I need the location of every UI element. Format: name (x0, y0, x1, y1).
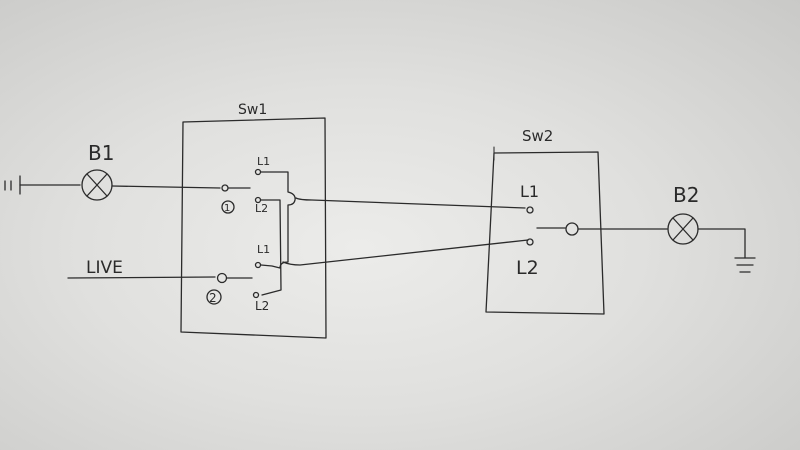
sw1-bottom-l1-contact (254, 261, 262, 269)
live-label: LIVE (86, 258, 123, 278)
sw1-terminal2-marker (206, 289, 222, 305)
bulb-b1-icon (81, 169, 113, 201)
sw1-traveler-bottom (260, 199, 282, 296)
wire-b1-sw1 (111, 185, 221, 189)
sw1-terminal1-marker (221, 200, 235, 214)
sw1-bottom-l1-label: L1 (257, 243, 270, 256)
sw2-l2-label: L2 (516, 257, 539, 279)
bulb-b1-label: B1 (88, 141, 114, 165)
traveler-wire-l2 (282, 239, 529, 266)
bulb-b2-icon (667, 213, 699, 245)
sw1-bottom-l2-contact (252, 291, 260, 299)
ground-icon (734, 257, 756, 273)
traveler-wire-l1 (295, 197, 526, 209)
sw2-l1-contact (526, 206, 534, 214)
wire-live (67, 276, 216, 279)
sw2-l1-label: L1 (520, 182, 539, 201)
sw1-terminal2-number: 2 (209, 291, 217, 305)
sw2-common-contact (565, 222, 579, 236)
switch1-name: Sw1 (238, 102, 267, 118)
sw1-terminal2-contact (216, 272, 228, 284)
sw1-top-l1-contact (254, 168, 262, 176)
bulb-b2-label: B2 (673, 183, 699, 207)
sw1-terminal1-number: 1 (224, 203, 230, 214)
switch1-box (180, 117, 327, 339)
switch2-name: Sw2 (522, 127, 553, 145)
wire-b2-ground (697, 228, 746, 259)
sw1-terminal1-contact (221, 184, 229, 192)
sw2-l2-contact (526, 238, 534, 246)
sw1-top-l1-label: L1 (257, 155, 270, 168)
sw1-bottom-l2-label: L2 (255, 299, 269, 313)
switch2-box (485, 151, 605, 315)
sw1-top-l2-label: L2 (255, 202, 268, 215)
neutral-terminal-mark (4, 175, 21, 195)
